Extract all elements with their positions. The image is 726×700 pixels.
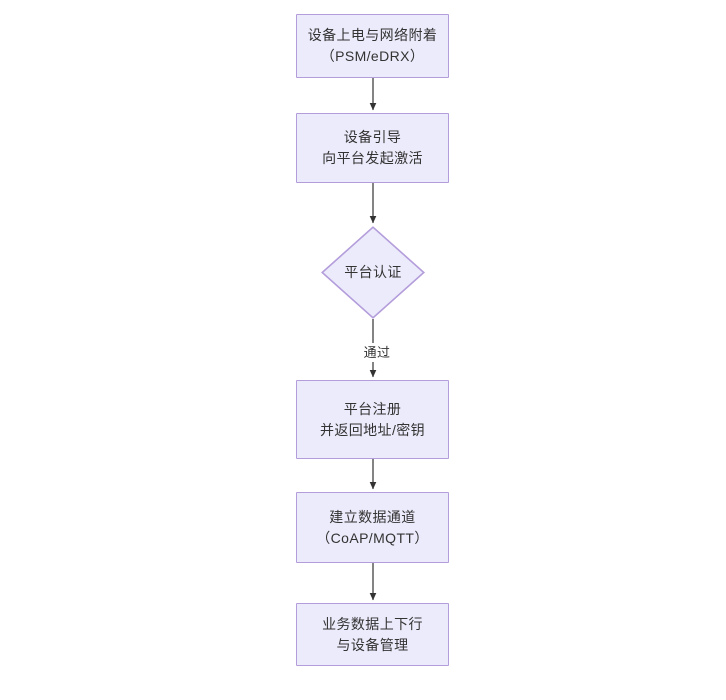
node-device-power-on[interactable]: 设备上电与网络附着 （PSM/eDRX） — [296, 14, 449, 78]
node-label-platform-register: 平台注册 并返回地址/密钥 — [319, 400, 426, 438]
node-label-platform-auth: 平台认证 — [344, 264, 402, 280]
edge-label-pass: 通过 — [356, 343, 398, 362]
node-label-device-bootstrap: 设备引导 向平台发起激活 — [322, 129, 423, 166]
node-establish-data-channel[interactable]: 建立数据通道 （CoAP/MQTT） — [296, 492, 449, 563]
node-device-bootstrap[interactable]: 设备引导 向平台发起激活 — [296, 113, 449, 183]
node-business-data-management[interactable]: 业务数据上下行 与设备管理 — [296, 603, 449, 666]
node-label-establish-data-channel: 建立数据通道 （CoAP/MQTT） — [316, 508, 429, 546]
edge-label-pass-text: 通过 — [363, 345, 391, 360]
node-platform-auth-decision[interactable]: 平台认证 — [321, 226, 425, 319]
node-platform-register[interactable]: 平台注册 并返回地址/密钥 — [296, 380, 449, 459]
node-label-business-data-management: 业务数据上下行 与设备管理 — [322, 615, 423, 653]
node-label-device-power-on: 设备上电与网络附着 （PSM/eDRX） — [307, 27, 438, 64]
diamond-shape — [321, 226, 425, 319]
